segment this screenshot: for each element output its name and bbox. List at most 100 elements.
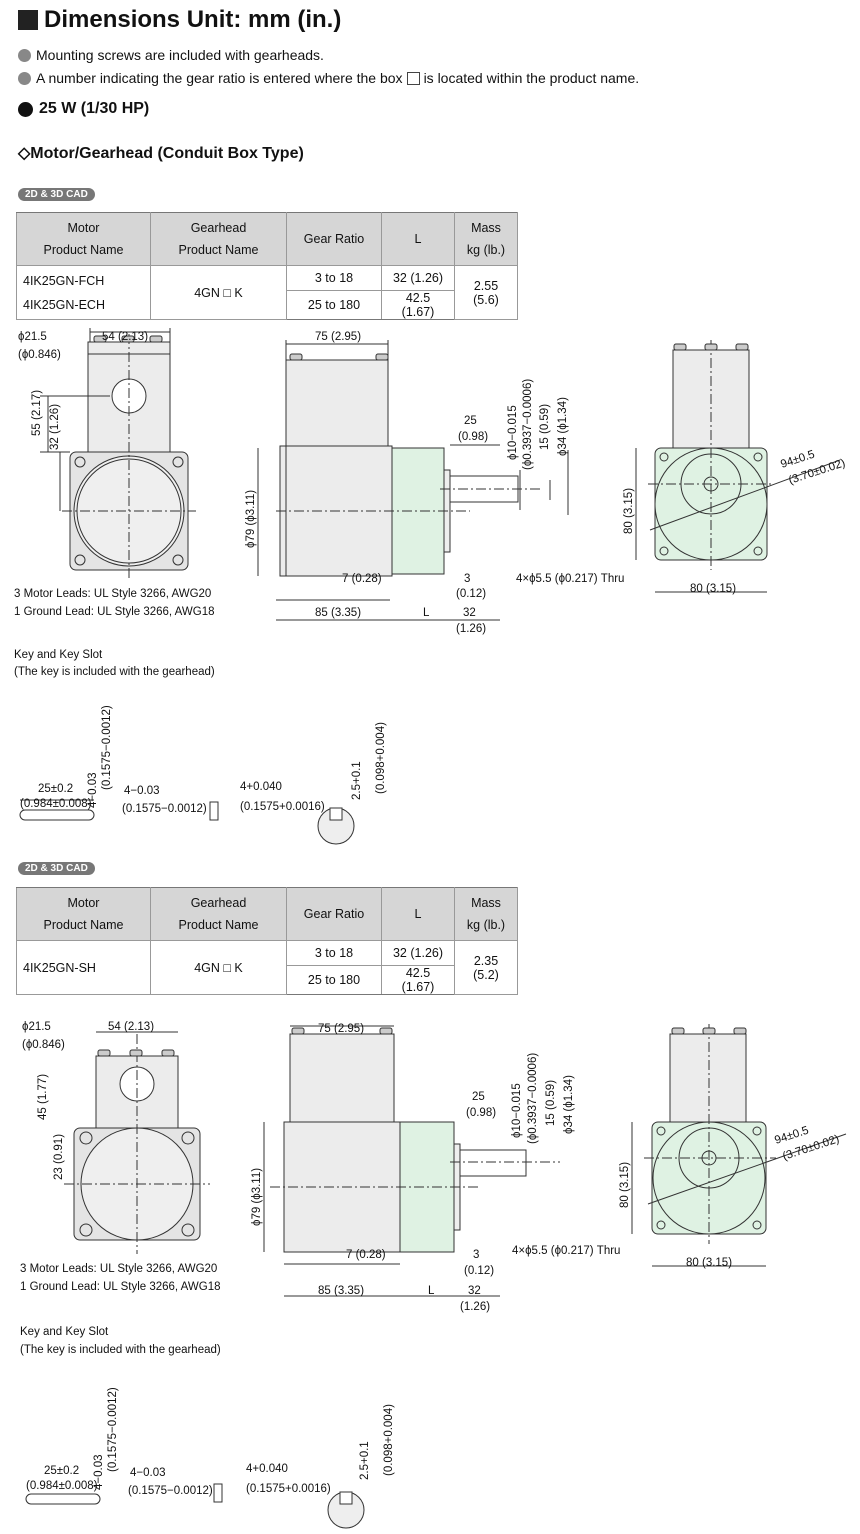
dim-phi846: (ϕ0.846) (22, 1039, 65, 1051)
key-k1575a: (0.1575−0.0012) (122, 803, 207, 815)
table-row-motor: 4IK25GN-SH (16, 940, 151, 995)
section-heading: ◇Motor/Gearhead (Conduit Box Type) (18, 145, 304, 162)
dimension-drawing-1: ϕ21.5 (ϕ0.846) 54 (2.13) 55 (2.17) 32 (1… (14, 328, 847, 635)
dim-d25: 25 (464, 415, 477, 427)
dim-phi846: (ϕ0.846) (18, 349, 61, 361)
dim-h32: 32 (1.26) (49, 404, 61, 450)
dim-phi79: ϕ79 (ϕ3.11) (245, 490, 257, 548)
key-k4a: 4−0.03 (130, 1467, 166, 1479)
dim-d15: 15 (0.59) (539, 404, 551, 450)
cad-badge[interactable]: 2D & 3D CAD (18, 858, 95, 876)
dim-d098: (0.98) (458, 431, 488, 443)
box-symbol-icon (406, 71, 420, 85)
key-k984: (0.984±0.008) (20, 798, 92, 810)
dim-d85: 85 (3.35) (315, 607, 361, 619)
dim-d80h: 80 (3.15) (686, 1257, 732, 1269)
key-title: Key and Key Slot (14, 649, 103, 661)
table-cell-gearhead: 4GN □ K (150, 940, 287, 995)
note-screws: Mounting screws are included with gearhe… (18, 47, 324, 63)
table-cell-ratio: 25 to 180 (286, 965, 382, 995)
key-kv4: 4−0.03 (87, 773, 99, 809)
dim-w54: 54 (2.13) (102, 331, 148, 343)
key-kv1575: (0.1575−0.0012) (101, 705, 113, 790)
dim-h45: 45 (1.77) (37, 1074, 49, 1120)
table-cell-mass: 2.55 (5.6) (454, 265, 518, 320)
key-k4b: 4+0.040 (240, 781, 282, 793)
key-kv4: 4−0.03 (93, 1455, 105, 1491)
page-title: Dimensions Unit: mm (in.) (18, 6, 341, 34)
cad-badge-label[interactable]: 2D & 3D CAD (18, 862, 95, 875)
dim-phi79: ϕ79 (ϕ3.11) (251, 1168, 263, 1226)
dim-d012: (0.12) (464, 1265, 494, 1277)
dim-d85: 85 (3.35) (318, 1285, 364, 1297)
table-cell-gearhead: 4GN □ K (150, 265, 287, 320)
dim-holes: 4×ϕ5.5 (ϕ0.217) Thru (516, 573, 624, 585)
dim-phi34: ϕ34 (ϕ1.34) (563, 1075, 575, 1134)
th-l: L (381, 887, 455, 941)
page-title-text: Dimensions Unit: mm (in.) (44, 6, 342, 33)
key-k4b: 4+0.040 (246, 1463, 288, 1475)
lead-ground: 1 Ground Lead: UL Style 3266, AWG18 (20, 1281, 221, 1293)
th-gear-ratio: Gear Ratio (286, 887, 382, 941)
key-k984: (0.984±0.008) (26, 1480, 98, 1492)
table-cell-l: 42.5 (1.67) (381, 290, 455, 320)
cad-badge[interactable]: 2D & 3D CAD (18, 184, 95, 202)
key-title: Key and Key Slot (20, 1326, 109, 1338)
dim-w75: 75 (2.95) (315, 331, 361, 343)
table-cell-l: 42.5 (1.67) (381, 965, 455, 995)
key-k1575b: (0.1575+0.0016) (246, 1483, 331, 1495)
dim-d15: 15 (0.59) (545, 1080, 557, 1126)
dim-d32: 32 (463, 607, 476, 619)
dim-phi21: ϕ21.5 (18, 331, 47, 343)
table-cell-ratio: 3 to 18 (286, 265, 382, 291)
key-drawing-1: 25±0.2 (0.984±0.008) 4−0.03 (0.1575−0.00… (19, 705, 387, 845)
key-k25b: 2.5+0.1 (351, 761, 363, 800)
key-k25b: 2.5+0.1 (359, 1441, 371, 1480)
table-cell-l: 32 (1.26) (381, 265, 455, 291)
key-k25: 25±0.2 (44, 1465, 79, 1477)
key-k098: (0.098+0.004) (375, 722, 387, 794)
note-screws-text: Mounting screws are included with gearhe… (36, 47, 324, 63)
dim-d25: 25 (472, 1091, 485, 1103)
dim-d3: 3 (473, 1249, 479, 1261)
lead-motor: 3 Motor Leads: UL Style 3266, AWG20 (20, 1263, 217, 1275)
key-subtitle: (The key is included with the gearhead) (14, 666, 215, 678)
dim-d3: 3 (464, 573, 470, 585)
dim-L: L (423, 607, 430, 619)
cad-badge-label[interactable]: 2D & 3D CAD (18, 188, 95, 201)
dim-w54: 54 (2.13) (108, 1021, 154, 1033)
table-cell-l: 32 (1.26) (381, 940, 455, 966)
bullet-icon (18, 48, 31, 62)
key-kv1575: (0.1575−0.0012) (107, 1387, 119, 1472)
dim-d80h: 80 (3.15) (690, 583, 736, 595)
note-gear-ratio-text-b: is located within the product name. (423, 70, 640, 86)
key-k25: 25±0.2 (38, 783, 73, 795)
dim-d80v: 80 (3.15) (623, 488, 635, 534)
title-square-icon (18, 10, 38, 30)
power-heading: 25 W (1/30 HP) (18, 100, 149, 118)
th-l: L (381, 212, 455, 266)
key-k1575a: (0.1575−0.0012) (128, 1485, 213, 1497)
dim-phi34: ϕ34 (ϕ1.34) (557, 397, 569, 456)
note-gear-ratio-text-a: A number indicating the gear ratio is en… (36, 70, 403, 86)
power-heading-text: 25 W (1/30 HP) (39, 100, 150, 117)
dim-d126: (1.26) (456, 623, 486, 635)
dim-d7: 7 (0.28) (346, 1249, 386, 1261)
dim-h23: 23 (0.91) (53, 1134, 65, 1180)
dim-d098: (0.98) (466, 1107, 496, 1119)
th-gear-ratio: Gear Ratio (286, 212, 382, 266)
lead-ground: 1 Ground Lead: UL Style 3266, AWG18 (14, 606, 215, 618)
note-gear-ratio: A number indicating the gear ratio is en… (18, 70, 639, 86)
dim-phi10: ϕ10−0.015 (507, 405, 519, 460)
dim-d126: (1.26) (460, 1301, 490, 1313)
dim-d012: (0.12) (456, 588, 486, 600)
key-k4a: 4−0.03 (124, 785, 160, 797)
dim-L: L (428, 1285, 435, 1297)
table-cell-ratio: 3 to 18 (286, 940, 382, 966)
